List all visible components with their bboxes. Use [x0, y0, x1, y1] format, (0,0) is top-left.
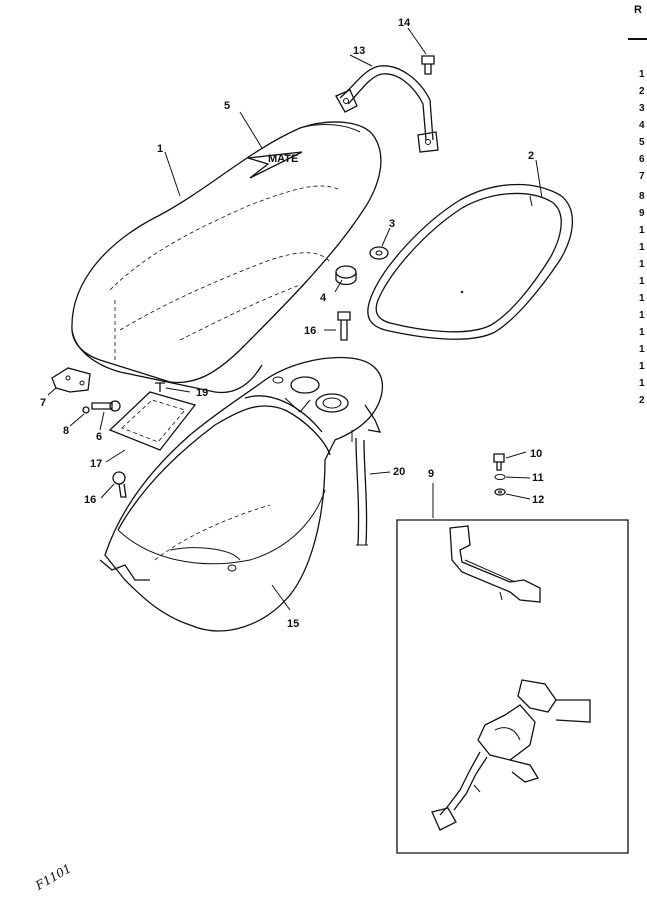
index-entry: 1: [639, 310, 645, 321]
bolt-16-upper: [337, 311, 351, 341]
seat-emblem: MATE: [247, 151, 303, 179]
screw-19: [155, 382, 165, 392]
callout-8: 8: [63, 425, 69, 437]
index-entry: 7: [639, 171, 645, 182]
index-entry: 9: [639, 208, 645, 219]
luggage-box: [99, 356, 384, 632]
callout-7: 7: [40, 397, 46, 409]
index-entry: 5: [639, 137, 645, 148]
callout-4: 4: [320, 292, 327, 304]
callout-2: 2: [528, 150, 534, 162]
index-entry: 1: [639, 344, 645, 355]
lock-set-box: [396, 519, 629, 854]
callout-15: 15: [287, 618, 299, 630]
washer-12: [494, 488, 506, 496]
index-entry: 1: [639, 242, 645, 253]
seat-seal: [367, 183, 573, 340]
callout-19: 19: [196, 387, 208, 399]
index-entry: 1: [639, 378, 645, 389]
callout-11: 11: [532, 472, 544, 484]
washer-11: [494, 474, 506, 480]
callout-6: 6: [96, 431, 102, 443]
callout-16-lower: 16: [84, 494, 96, 506]
leader-lines: [47, 27, 543, 611]
bolt-14: [421, 55, 435, 75]
screw-8: [82, 406, 90, 414]
callout-13: 13: [353, 45, 365, 57]
bracket-7: [51, 367, 91, 393]
index-entry: 4: [639, 120, 645, 131]
index-entry: 2: [639, 86, 645, 97]
index-entry: 6: [639, 154, 645, 165]
index-entry: 1: [639, 225, 645, 236]
callout-5: 5: [224, 100, 230, 112]
index-entry: 1: [639, 276, 645, 287]
drain-hose: [355, 437, 368, 546]
header-label: R: [634, 4, 642, 16]
header-rule: [628, 38, 647, 40]
callout-9: 9: [428, 468, 434, 480]
seat: [71, 121, 382, 394]
callout-10: 10: [530, 448, 542, 460]
index-entry: 2: [639, 395, 645, 406]
bolt-6: [91, 400, 121, 412]
damper-4: [335, 265, 357, 286]
callout-12: 12: [532, 494, 544, 506]
bolt-16-lower: [112, 471, 127, 498]
index-entry: 1: [639, 293, 645, 304]
index-entry: 8: [639, 191, 645, 202]
index-entry: 1: [639, 327, 645, 338]
inspection-lid: [108, 391, 197, 451]
index-entry: 3: [639, 103, 645, 114]
grab-bar: [335, 65, 439, 153]
callout-3: 3: [389, 218, 395, 230]
damper-3: [369, 246, 389, 260]
callout-16-upper: 16: [304, 325, 316, 337]
seat-logo-text: MATE: [268, 153, 298, 165]
bolt-10: [493, 453, 505, 471]
callout-20: 20: [393, 466, 405, 478]
callout-17: 17: [90, 458, 102, 470]
callout-1: 1: [157, 143, 163, 155]
index-entry: 1: [639, 259, 645, 270]
callout-14: 14: [398, 17, 411, 29]
index-entry: 1: [639, 361, 645, 372]
index-entry: 1: [639, 69, 645, 80]
